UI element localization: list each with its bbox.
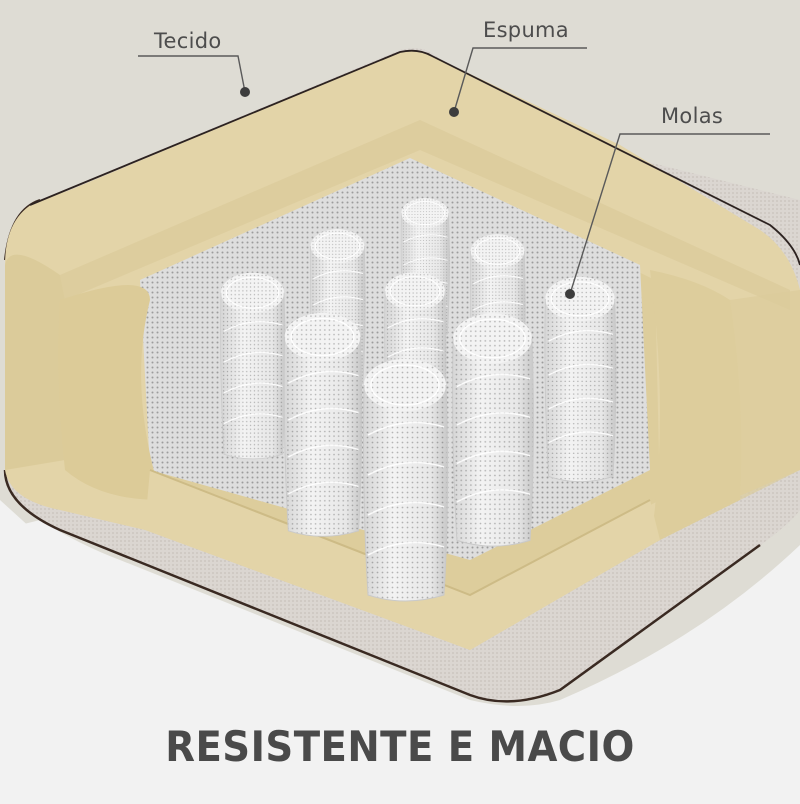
callout-molas [569,133,770,295]
callout-dot-tecido [240,87,250,97]
label-espuma: Espuma [483,18,569,42]
callout-tecido [138,55,246,93]
callout-dot-molas [565,289,575,299]
label-tecido: Tecido [154,29,222,53]
label-molas: Molas [661,104,724,128]
callout-espuma [453,47,587,113]
callout-dot-espuma [449,107,459,117]
caption-title: RESISTENTE E MACIO [165,722,635,771]
